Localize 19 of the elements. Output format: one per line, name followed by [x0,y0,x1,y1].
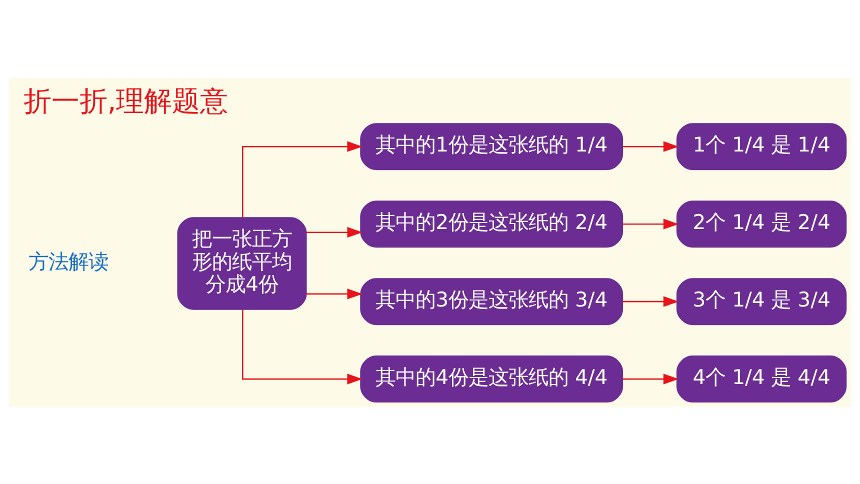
node-box: 其中的2份是这张纸的 2/4 [360,200,624,248]
node-box: 其中的3份是这张纸的 3/4 [360,278,624,325]
node-box: 其中的4份是这张纸的 4/4 [360,355,624,402]
arrow [622,218,679,229]
arrow [622,140,679,152]
arrow [622,296,679,306]
node-box: 3个 1/4 是 3/4 [676,278,847,325]
arrow [306,226,362,238]
arrow [306,288,362,299]
arrow [242,308,362,384]
node-box: 4个 1/4 是 4/4 [676,355,847,402]
arrow [622,373,679,384]
node-box: 2个 1/4 是 2/4 [676,200,847,248]
node-box: 其中的1份是这张纸的 1/4 [360,122,624,170]
label: 方法解读 [28,248,109,273]
diagram-title: 折一折,理解题意 [23,84,228,118]
arrow [242,140,362,218]
node-box: 1个 1/4 是 1/4 [676,122,847,170]
node-box: 把一张正方形的纸平均分成4份 [177,216,307,310]
